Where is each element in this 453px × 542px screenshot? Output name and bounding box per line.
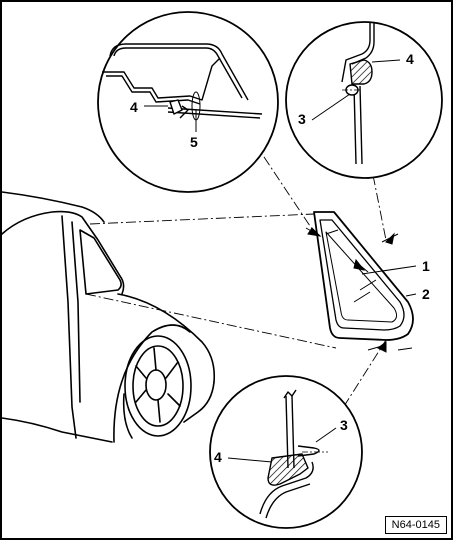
callout-4-top: 4 xyxy=(130,99,138,115)
reference-code: N64-0145 xyxy=(384,516,447,534)
callout-3-right: 3 xyxy=(298,111,306,127)
quarter-window xyxy=(313,211,414,341)
callout-2: 2 xyxy=(422,286,430,302)
detail-circle-bottom xyxy=(209,375,363,529)
callout-4-bottom: 4 xyxy=(214,449,222,465)
callout-1: 1 xyxy=(422,258,430,274)
detail-circle-top-left xyxy=(97,11,279,193)
callout-4-right: 4 xyxy=(406,51,414,67)
callout-3-bottom: 3 xyxy=(340,417,348,433)
detail-circle-top-right xyxy=(285,21,443,179)
car-body xyxy=(2,191,216,443)
pointer-arrow-icon xyxy=(305,227,413,353)
callout-5: 5 xyxy=(190,134,198,150)
